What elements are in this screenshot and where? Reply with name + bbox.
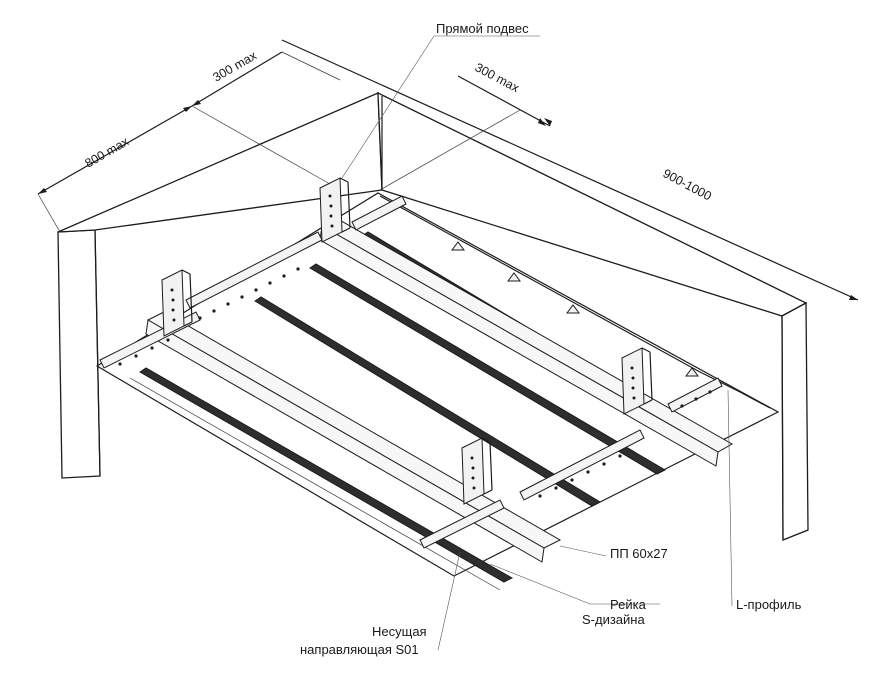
clip-1 xyxy=(451,241,465,251)
direct-hangers xyxy=(161,177,653,505)
dim-800-label: 800 max xyxy=(83,134,132,170)
clip-4 xyxy=(685,367,699,377)
carrier-guides xyxy=(99,195,723,549)
hanger-label: Прямой подвес xyxy=(436,21,529,36)
clip-3 xyxy=(566,304,580,314)
left-wall xyxy=(57,92,383,479)
clip-2 xyxy=(507,272,521,282)
dim-300b-label: 300 max xyxy=(473,60,523,95)
right-wall xyxy=(781,301,809,541)
dimension-lines xyxy=(37,39,859,301)
carrier-label-line2: направляющая S01 xyxy=(300,642,419,657)
hanger-front-right xyxy=(461,437,493,505)
l-profile-strip xyxy=(379,195,771,409)
hanger-back-right xyxy=(621,347,653,415)
rail-label-line2: S-дизайна xyxy=(582,612,645,627)
hanger-front-left xyxy=(161,269,193,337)
rail-label-line1: Рейка xyxy=(610,597,647,612)
lprofile-label: L-профиль xyxy=(736,597,802,612)
pp-label: ПП 60х27 xyxy=(610,546,668,561)
carrier-label-line1: Несущая xyxy=(372,624,427,639)
dim-300a-label: 300 max xyxy=(211,48,260,84)
carrier-teeth xyxy=(118,267,712,498)
hanger-back-left xyxy=(319,177,351,243)
leader-lines xyxy=(341,35,733,651)
dim-900-label: 900-1000 xyxy=(661,166,714,203)
